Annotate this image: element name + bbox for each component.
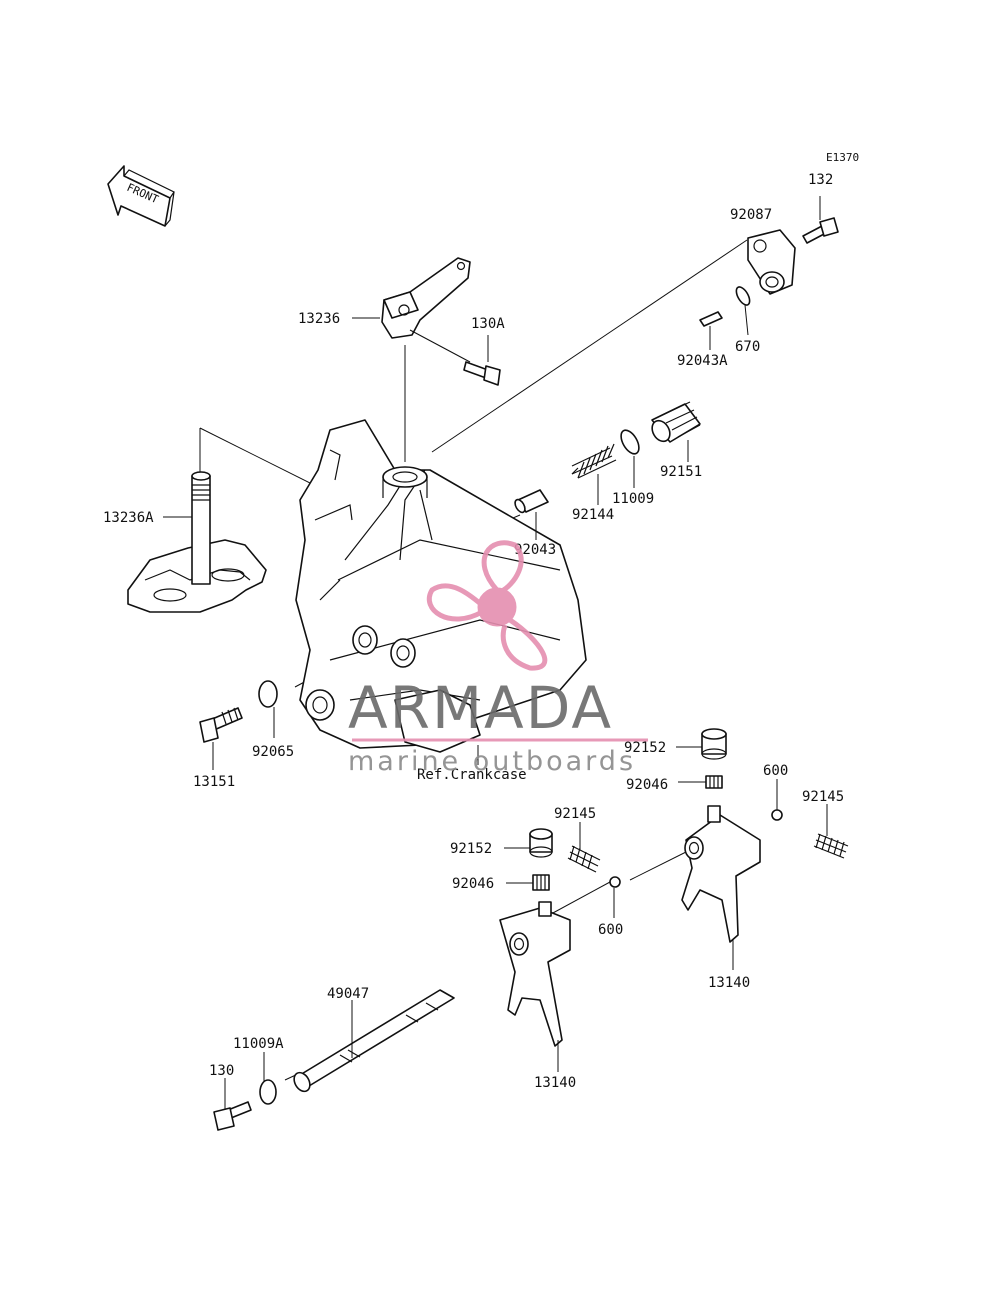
ball-600-right bbox=[771, 809, 783, 821]
label-13236a: 13236A bbox=[103, 510, 154, 526]
front-arrow-icon: FRONT bbox=[107, 165, 175, 227]
label-13140-lower: 13140 bbox=[534, 1075, 576, 1091]
label-92145-right: 92145 bbox=[802, 789, 844, 805]
label-92152-upper: 92152 bbox=[624, 740, 666, 756]
shaft-49047 bbox=[293, 989, 455, 1093]
label-13236: 13236 bbox=[298, 311, 340, 327]
reference-note: Ref.Crankcase bbox=[417, 767, 527, 783]
drawing-code: E1370 bbox=[826, 151, 859, 164]
label-92046-middle: 92046 bbox=[452, 876, 494, 892]
label-11009: 11009 bbox=[612, 491, 654, 507]
label-92145-middle: 92145 bbox=[554, 806, 596, 822]
label-49047: 49047 bbox=[327, 986, 369, 1002]
watermark-tagline: marine outboards bbox=[348, 746, 636, 777]
label-92152-middle: 92152 bbox=[450, 841, 492, 857]
label-92043: 92043 bbox=[514, 542, 556, 558]
label-13140-right: 13140 bbox=[708, 975, 750, 991]
bearing-92046-middle bbox=[532, 874, 550, 891]
washer-11009a bbox=[259, 1079, 277, 1105]
label-670: 670 bbox=[735, 339, 760, 355]
ball-600-middle bbox=[609, 876, 621, 888]
shift-lever-13236 bbox=[381, 257, 471, 339]
propeller-logo-icon bbox=[427, 540, 548, 671]
part-labels: 132 92087 670 92043A 13236 130A 92151 11… bbox=[103, 172, 844, 1091]
label-92043a: 92043A bbox=[677, 353, 728, 369]
label-leaders bbox=[163, 196, 828, 1110]
spring-92145-middle bbox=[567, 845, 601, 873]
label-92087: 92087 bbox=[730, 207, 772, 223]
label-13151: 13151 bbox=[193, 774, 235, 790]
label-130: 130 bbox=[209, 1063, 234, 1079]
label-600-middle: 600 bbox=[598, 922, 623, 938]
bushing-92152-middle bbox=[529, 828, 553, 858]
shift-fork-13140-right bbox=[681, 805, 761, 943]
pin-92043 bbox=[514, 489, 549, 514]
shift-fork-13140-lower bbox=[499, 901, 571, 1047]
watermark-brand: ARMADA bbox=[348, 674, 613, 742]
label-92046-upper: 92046 bbox=[626, 777, 668, 793]
watermark: ARMADA marine outboards bbox=[348, 540, 648, 777]
bracket-92087 bbox=[747, 229, 796, 295]
spring-92145-right bbox=[813, 833, 849, 859]
label-600-right: 600 bbox=[763, 763, 788, 779]
bushing-92152-upper bbox=[701, 728, 727, 760]
label-92151: 92151 bbox=[660, 464, 702, 480]
bearing-92046-upper bbox=[705, 775, 723, 789]
label-130a: 130A bbox=[471, 316, 505, 332]
washer-11009 bbox=[620, 429, 640, 455]
shaft-13236a bbox=[127, 471, 267, 613]
bolt-130 bbox=[213, 1101, 252, 1131]
spring-92144 bbox=[571, 443, 617, 479]
bolt-130a bbox=[463, 361, 501, 386]
bolt-13151 bbox=[199, 707, 243, 743]
label-132: 132 bbox=[808, 172, 833, 188]
bolt-132 bbox=[802, 217, 839, 244]
label-92065: 92065 bbox=[252, 744, 294, 760]
label-11009a: 11009A bbox=[233, 1036, 284, 1052]
o-ring-670 bbox=[735, 286, 751, 306]
washer-92065 bbox=[258, 680, 278, 708]
plug-92151 bbox=[651, 401, 701, 443]
label-92144: 92144 bbox=[572, 507, 614, 523]
pin-92043a bbox=[699, 311, 723, 327]
